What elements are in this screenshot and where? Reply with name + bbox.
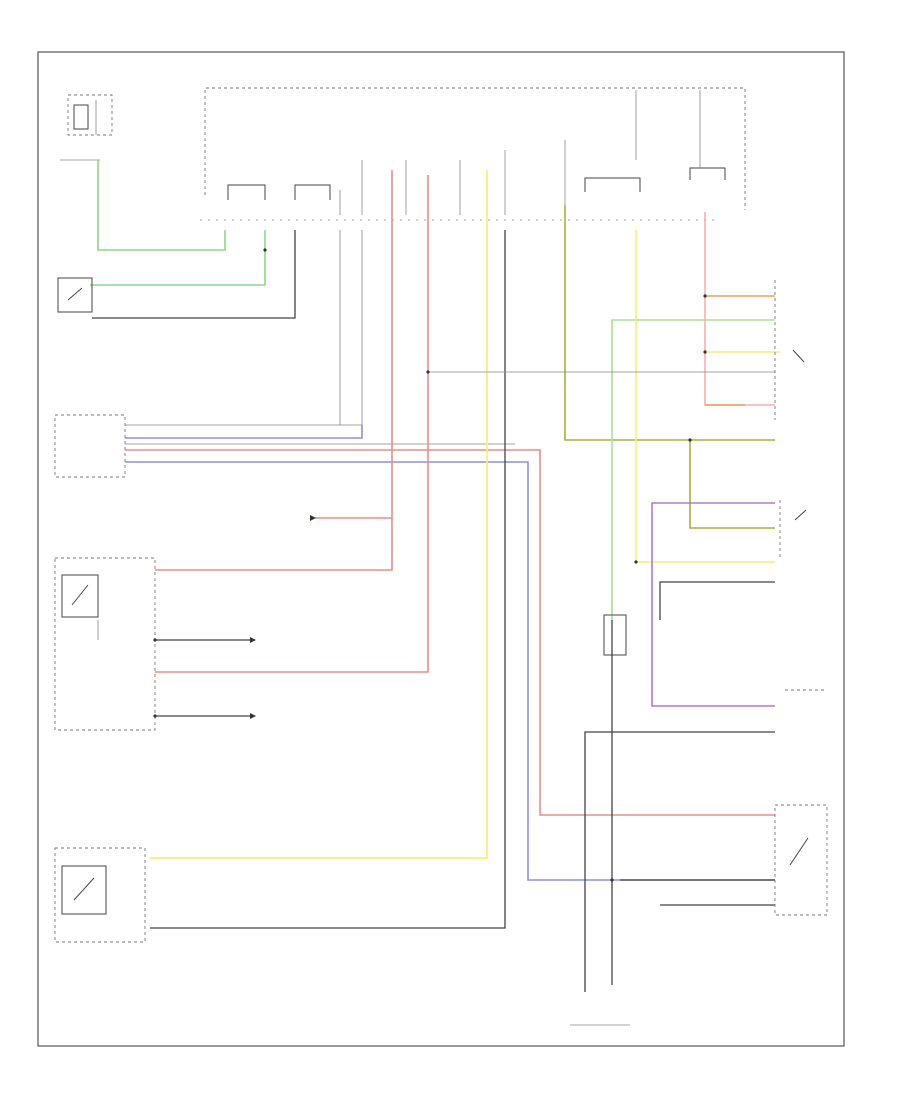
wire-olive-1 (564, 205, 775, 441)
wire-grey-1 (125, 230, 363, 426)
wire-blue-cluster (125, 461, 775, 881)
arrow-heads (250, 515, 316, 719)
top-vertical-stubs (339, 140, 566, 215)
brake-switch (57, 230, 296, 319)
wire-black-long (150, 230, 506, 929)
instrument-cluster (54, 414, 126, 478)
wire-lightgreen-right (611, 319, 775, 620)
wire-blue-1 (125, 425, 363, 439)
wire-pink-right-1 (704, 212, 775, 406)
right-switch-boxes (774, 280, 828, 916)
junction-nodes (153, 248, 707, 882)
ecm-connector-top (227, 90, 726, 200)
starter-relay-box (54, 557, 250, 731)
wire-red-cluster (125, 449, 775, 816)
neutral-switch (54, 847, 146, 943)
top-dashed-bus (204, 87, 746, 210)
fuse-box-top-left (60, 94, 113, 161)
diagram-frame (37, 51, 845, 1047)
wire-green-1 (97, 160, 226, 251)
wire-purple (651, 502, 775, 707)
wire-green-2 (90, 230, 266, 286)
wire-olive-2 (689, 440, 775, 529)
wire-yellow-long (150, 170, 488, 859)
center-connector (603, 614, 627, 656)
wire-red-long-2 (155, 175, 429, 673)
wire-red-long-1 (155, 170, 393, 571)
wire-black-right-1 (659, 581, 775, 620)
wire-black-bottom-1 (584, 731, 775, 992)
